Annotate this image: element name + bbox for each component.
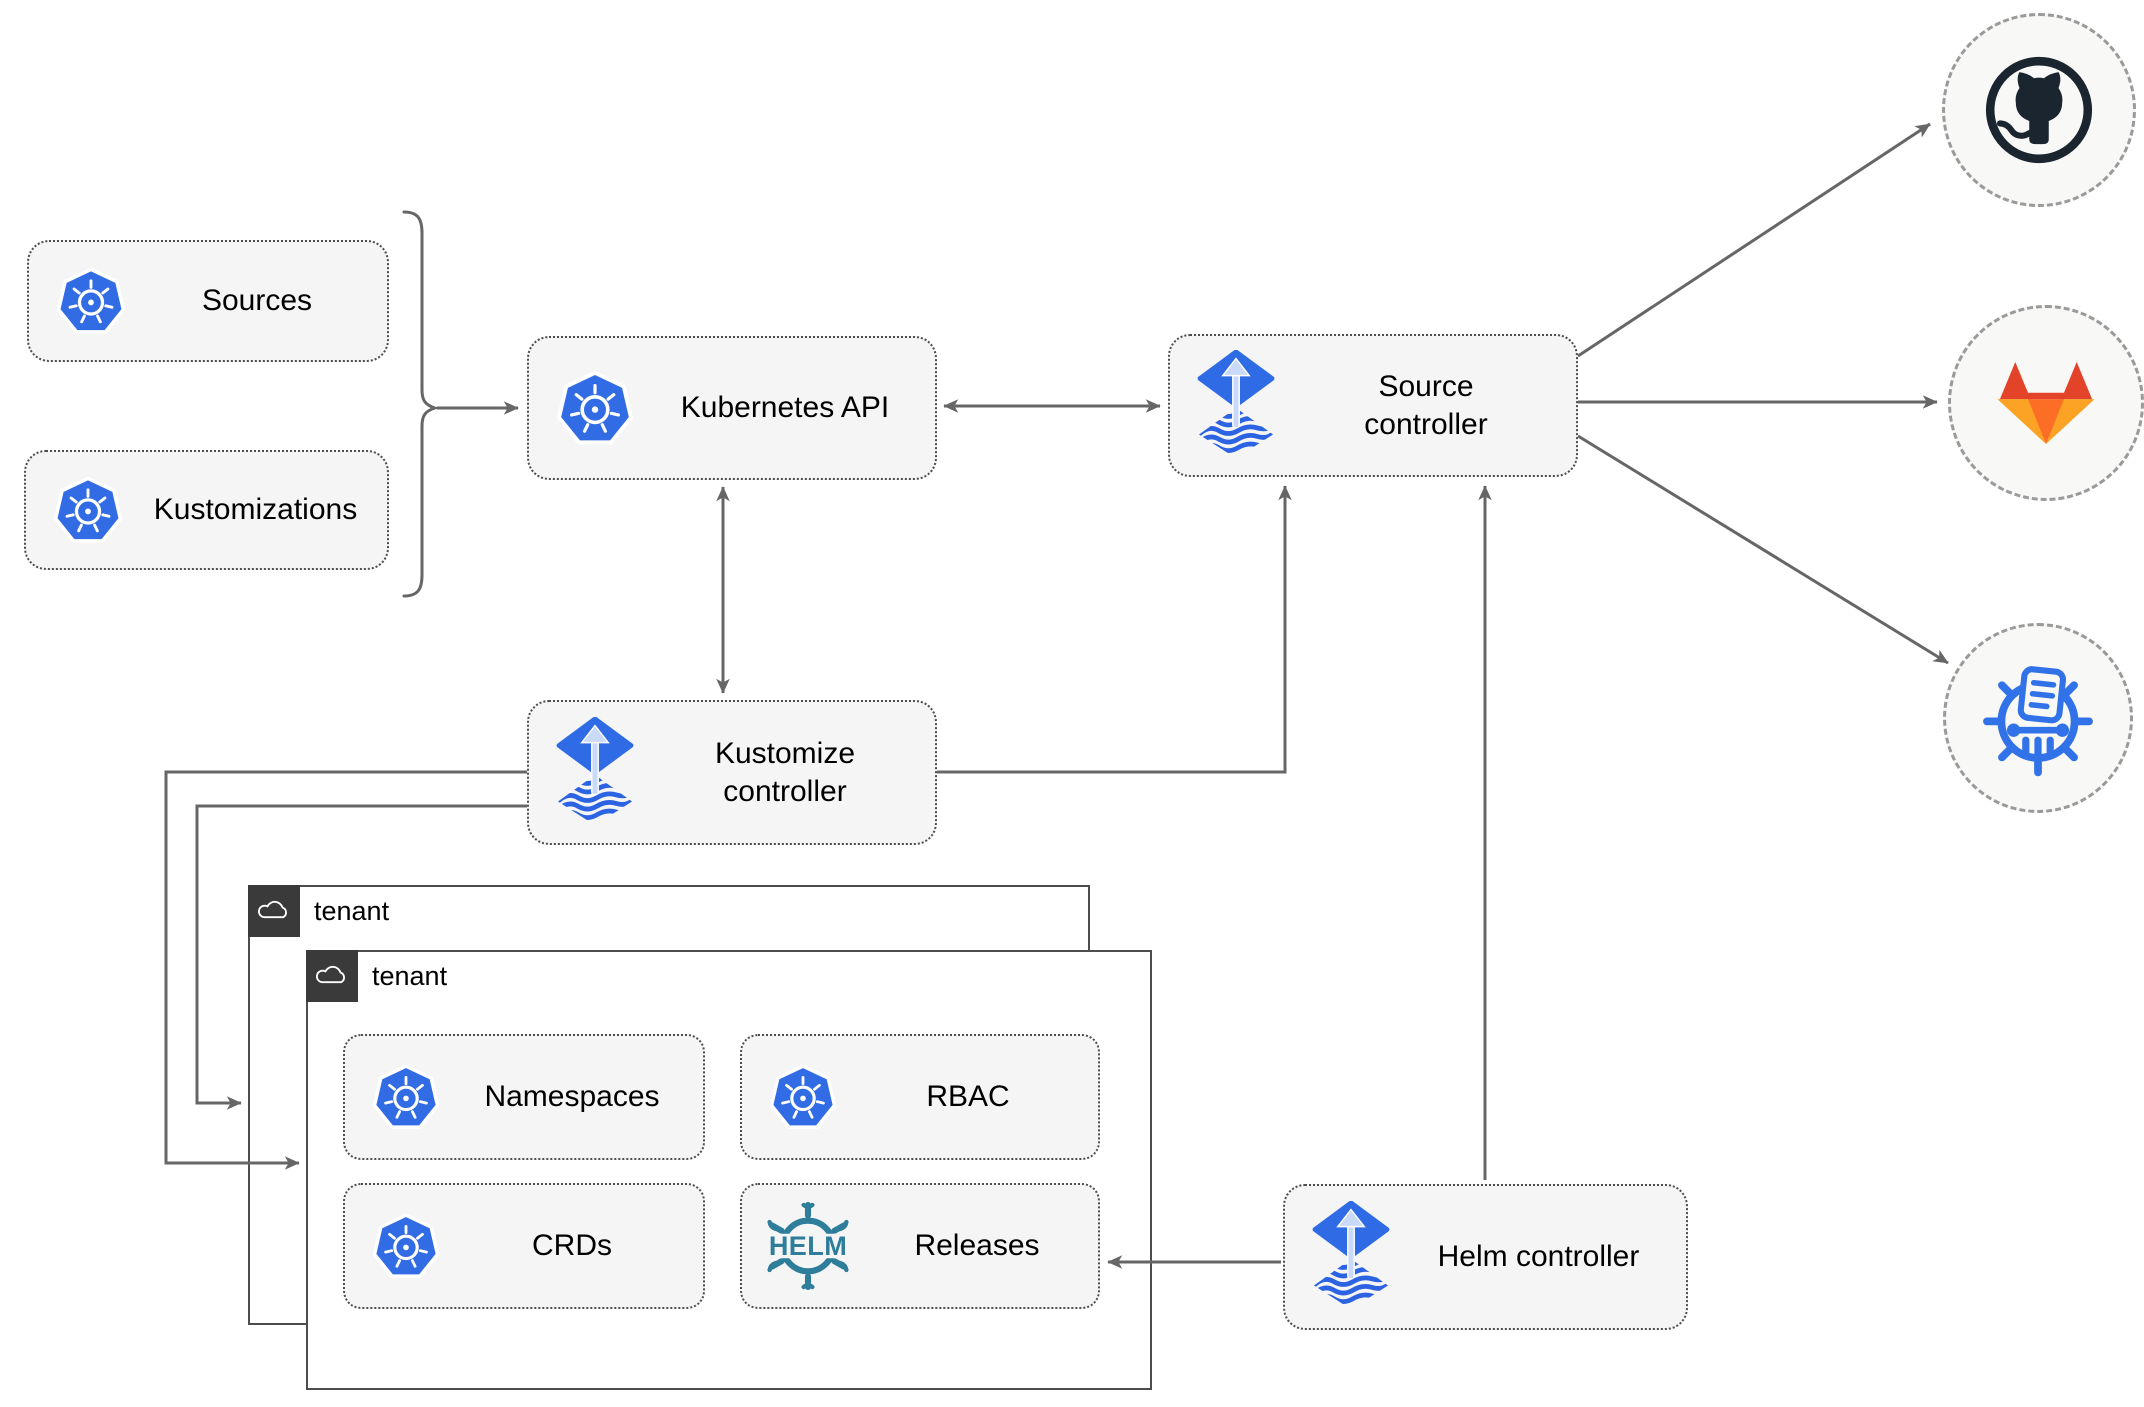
kubernetes-icon xyxy=(768,1062,838,1132)
registry-endpoint xyxy=(1943,623,2133,813)
bracket-sources-group xyxy=(402,210,441,598)
github-endpoint xyxy=(1942,13,2136,207)
node-releases: Releases xyxy=(740,1183,1100,1309)
flux-icon xyxy=(1311,1201,1391,1313)
kubernetes-icon xyxy=(371,1211,441,1281)
tenant-group-inner: tenant xyxy=(306,950,1152,1390)
node-label: RBAC xyxy=(926,1080,1010,1114)
node-rbac: RBAC xyxy=(740,1034,1100,1160)
gitlab-endpoint xyxy=(1948,305,2144,501)
node-source-controller: Source controller xyxy=(1168,334,1578,477)
tenant-label: tenant xyxy=(314,896,390,926)
node-namespaces: Namespaces xyxy=(343,1034,705,1160)
cloud-icon xyxy=(312,956,352,996)
harbor-registry-icon xyxy=(1977,657,2099,779)
helm-icon xyxy=(760,1198,856,1294)
kubernetes-icon xyxy=(555,368,635,448)
node-label: Kustomizations xyxy=(153,493,358,527)
node-crds: CRDs xyxy=(343,1183,705,1309)
node-label: Namespaces xyxy=(484,1080,660,1114)
github-icon xyxy=(1978,49,2100,171)
edge-source-github xyxy=(1577,122,1931,358)
edge-source-registry xyxy=(1577,434,1949,665)
tenant-tab xyxy=(248,885,300,937)
node-helm-controller: Helm controller xyxy=(1283,1184,1688,1330)
node-label: Releases xyxy=(914,1229,1040,1263)
node-kustomize-controller: Kustomize controller xyxy=(527,700,937,845)
cloud-icon xyxy=(254,891,294,931)
flux-icon xyxy=(555,717,635,829)
node-label: Kubernetes API xyxy=(680,391,890,425)
kubernetes-icon xyxy=(371,1062,441,1132)
node-label: Kustomize controller xyxy=(714,737,856,808)
kubernetes-icon xyxy=(55,265,127,337)
tenant-label: tenant xyxy=(372,961,448,991)
tenant-tab xyxy=(306,950,358,1002)
node-label: Sources xyxy=(201,284,313,318)
node-label: CRDs xyxy=(532,1229,612,1263)
node-label: Source controller xyxy=(1364,370,1488,441)
node-kustomizations: Kustomizations xyxy=(24,450,389,570)
node-label: Helm controller xyxy=(1437,1240,1640,1274)
node-sources: Sources xyxy=(27,240,389,362)
flux-icon xyxy=(1196,350,1276,462)
kubernetes-icon xyxy=(52,474,124,546)
gitlab-icon xyxy=(1982,339,2110,467)
edge-kustomize-sourcecontroller xyxy=(937,485,1292,774)
node-kubernetes-api: Kubernetes API xyxy=(527,336,937,480)
